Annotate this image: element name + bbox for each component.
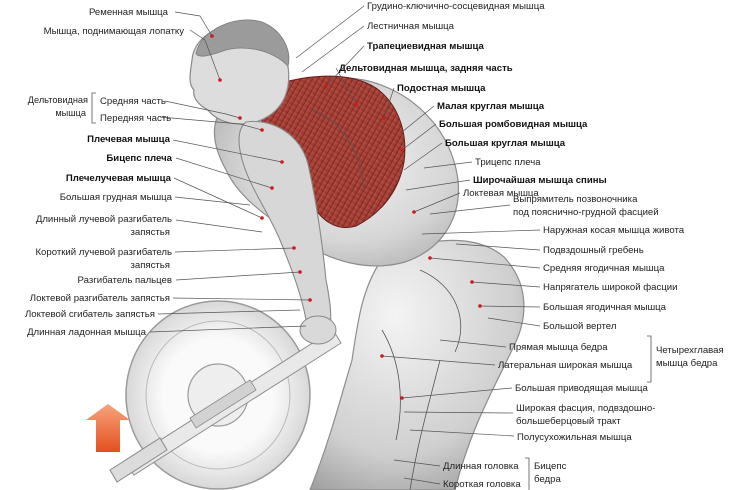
label-chetyrehglavaya-1: Четырехглавая xyxy=(656,345,724,356)
label-vypryamitel-1: Выпрямитель позвоночника xyxy=(513,194,638,205)
leader-lines xyxy=(91,5,652,490)
label-loktevoy-sgibatel: Локтевой сгибатель запястья xyxy=(25,309,155,320)
label-dlinnaya-golovka: Длинная головка xyxy=(443,461,519,472)
label-podostnaya: Подостная мышца xyxy=(397,83,486,94)
label-vypryamitel-2: под пояснично-грудной фасцией xyxy=(513,207,659,218)
label-polusuhozhilnaya: Полусухожильная мышца xyxy=(517,432,632,443)
figure xyxy=(86,19,525,490)
label-korotkaya-golovka: Короткая головка xyxy=(443,479,521,490)
up-arrow-icon xyxy=(86,404,130,452)
label-biceps-plecha: Бицепс плеча xyxy=(106,153,172,164)
label-bolshaya-rombovidnaya: Большая ромбовидная мышца xyxy=(439,119,588,130)
label-plecheluchevaya: Плечелучевая мышца xyxy=(66,173,172,184)
label-deltoid-perednyaya: Передняя часть xyxy=(100,113,171,124)
label-bolshaya-privodyaschaya: Большая приводящая мышца xyxy=(515,383,648,394)
label-bolshoy-vertel: Большой вертел xyxy=(543,321,616,332)
label-grudino-klyuchichno: Грудино-ключично-сосцевидная мышца xyxy=(367,1,545,12)
label-bolshaya-grudnaya: Большая грудная мышца xyxy=(60,192,173,203)
label-lateralnaya-shirokaya: Латеральная широкая мышца xyxy=(498,360,633,371)
label-naruzhnaya-kosaya: Наружная косая мышца живота xyxy=(543,225,685,236)
label-razgibatel-paltsev: Разгибатель пальцев xyxy=(78,275,172,286)
label-loktevaya: Локтевая мышца xyxy=(463,188,539,199)
label-deltoid-zadnyaya: Дельтовидная мышца, задняя часть xyxy=(339,63,513,74)
labels-left: Ременная мышца Мышца, поднимающая лопатк… xyxy=(25,7,184,338)
label-srednyaya-yagodichnaya: Средняя ягодичная мышца xyxy=(543,263,665,274)
label-loktevoy-razgibatel: Локтевой разгибатель запястья xyxy=(30,293,170,304)
label-napryagatel: Напрягатель широкой фасции xyxy=(543,282,678,293)
label-shirokaya-fastsiya-2: большеберцовый тракт xyxy=(516,416,621,427)
label-podvzdoshniy: Подвздошный гребень xyxy=(543,245,644,256)
label-malaya-kruglaya: Малая круглая мышца xyxy=(437,101,545,112)
label-shirochayshaya: Широчайшая мышца спины xyxy=(473,175,607,186)
label-biceps-bedra-2: бедра xyxy=(534,474,561,485)
label-biceps-bedra-1: Бицепс xyxy=(534,461,567,472)
label-pryamaya-bedra: Прямая мышца бедра xyxy=(509,342,608,353)
label-chetyrehglavaya-2: мышца бедра xyxy=(656,358,718,369)
label-dlinniy-luchevoy-2: запястья xyxy=(130,227,170,238)
label-plechevaya: Плечевая мышца xyxy=(87,134,171,145)
label-korotkiy-luchevoy-2: запястья xyxy=(130,260,170,271)
labels-right: Грудино-ключично-сосцевидная мышца Лестн… xyxy=(339,1,724,490)
label-shirokaya-fastsiya-1: Широкая фасция, подвздошно- xyxy=(516,403,655,414)
label-trapetsievidnaya: Трапециевидная мышца xyxy=(367,41,485,52)
label-deltoid-group-1: Дельтовидная xyxy=(28,95,88,105)
label-deltoid-group-2: мышца xyxy=(55,108,87,118)
label-podnimayuschaya: Мышца, поднимающая лопатку xyxy=(44,26,185,37)
label-dlinniy-luchevoy-1: Длинный лучевой разгибатель xyxy=(36,214,172,225)
label-dlinnaya-ladonnaya: Длинная ладонная мышца xyxy=(27,327,147,338)
label-lestnichnaya: Лестничная мышца xyxy=(367,21,455,32)
label-remennaya: Ременная мышца xyxy=(89,7,169,18)
legs xyxy=(309,239,525,490)
label-korotkiy-luchevoy-1: Короткий лучевой разгибатель xyxy=(35,247,172,258)
label-bolshaya-kruglaya: Большая круглая мышца xyxy=(445,138,566,149)
label-deltoid-srednyaya: Средняя часть xyxy=(100,96,166,107)
label-triceps: Трицепс плеча xyxy=(475,157,541,168)
hand xyxy=(299,315,337,345)
barbell-bar xyxy=(109,329,342,483)
label-bolshaya-yagodichnaya: Большая ягодичная мышца xyxy=(543,302,667,313)
